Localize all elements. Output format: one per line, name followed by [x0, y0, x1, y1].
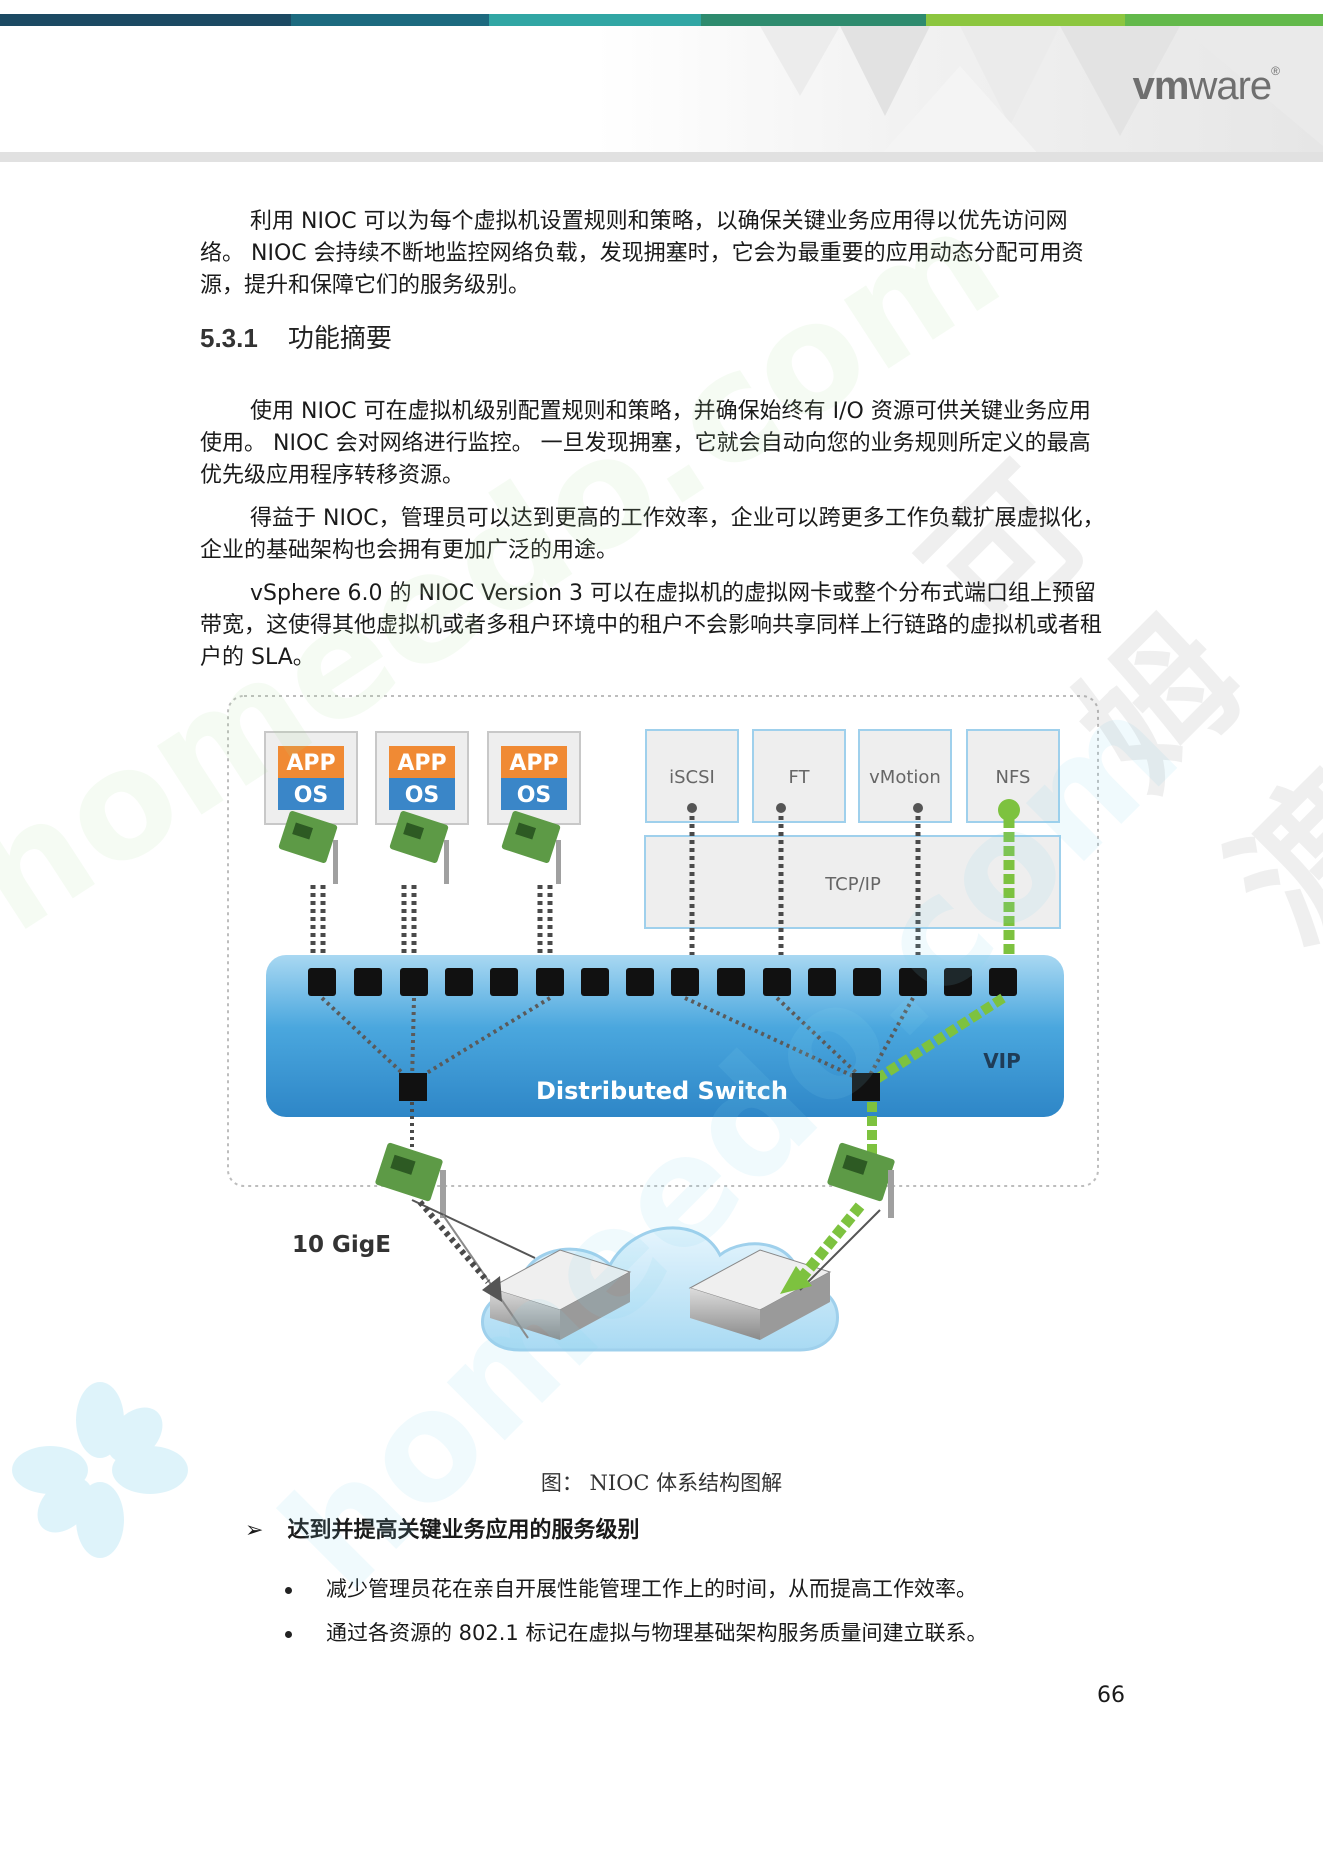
physical-switch-icon [688, 1249, 832, 1340]
vnic-card-icon [278, 811, 338, 884]
service-box-vmotion: vMotion [858, 729, 952, 823]
nfs-priority-path [869, 993, 1006, 1087]
header-color-bar [0, 14, 1323, 26]
vm-box: APP OS [375, 731, 469, 825]
nfs-priority-path [795, 1202, 865, 1284]
uplink-speed-label: 10 GigE [292, 1232, 391, 1258]
host-boundary [227, 695, 1099, 1187]
physical-nic-icon [827, 1142, 895, 1218]
nfs-priority-dot [998, 799, 1020, 821]
service-label: FT [788, 767, 810, 788]
vm-box: APP OS [487, 731, 581, 825]
port-dot [776, 803, 786, 813]
section-paragraph: 得益于 NIOC，管理员可以达到更高的工作效率，企业可以跨更多工作负载扩展虚拟化… [200, 506, 1105, 563]
vnic-card-icon [501, 811, 561, 884]
tcpip-stack: TCP/IP [644, 835, 1061, 929]
watermark-flower-icon [12, 1382, 188, 1558]
intro-text: 利用 NIOC 可以为每个虚拟机设置规则和策略，以确保关键业务应用得以优先访问网… [200, 206, 1105, 302]
vm-box: APP OS [264, 731, 358, 825]
nioc-architecture-diagram: APP OS APP OS APP OS iSCSI FT [227, 695, 1099, 1352]
service-label: vMotion [869, 767, 941, 788]
traffic-arrow [417, 1200, 491, 1284]
section-title: 功能摘要 [287, 324, 392, 354]
physical-switch-icon [488, 1249, 632, 1340]
uplink-port [399, 1073, 427, 1101]
tcpip-label: TCP/IP [824, 874, 881, 895]
intro-paragraph: 利用 NIOC 可以为每个虚拟机设置规则和策略，以确保关键业务应用得以优先访问网… [200, 209, 1084, 298]
list-item: 减少管理员花在亲自开展性能管理工作上的时间，从而提高工作效率。 [285, 1573, 977, 1603]
physical-nic-icon [375, 1142, 446, 1218]
vm-os-label: OS [294, 783, 329, 808]
service-box-iscsi: iSCSI [645, 729, 739, 823]
vm-app-label: APP [397, 751, 446, 776]
uplink-port [852, 1073, 880, 1101]
switch-label: Distributed Switch [536, 1077, 788, 1105]
cable-line [411, 1199, 536, 1259]
section-text: 使用 NIOC 可在虚拟机级别配置规则和策略，并确保始终有 I/O 资源可供关键… [200, 396, 1105, 674]
section-number: 5.3.1 [200, 323, 258, 353]
section-paragraph: 使用 NIOC 可在虚拟机级别配置规则和策略，并确保始终有 I/O 资源可供关键… [200, 399, 1091, 488]
page-header [0, 26, 1323, 156]
vip-label: VIP [983, 1049, 1021, 1073]
section-paragraph: vSphere 6.0 的 NIOC Version 3 可以在虚拟机的虚拟网卡… [200, 581, 1103, 670]
service-box-ft: FT [752, 729, 846, 823]
bullet-dot-icon [285, 1630, 292, 1638]
arrow-bullet-icon: ➢ [245, 1518, 264, 1543]
vnic-card-icon [389, 811, 449, 884]
vm-os-label: OS [517, 783, 552, 808]
figure-caption: 图： NIOC 体系结构图解 [540, 1471, 783, 1495]
header-divider [0, 152, 1323, 162]
service-label: iSCSI [669, 767, 715, 788]
vm-app-label: APP [509, 751, 558, 776]
bullet-dot-icon [285, 1586, 292, 1594]
vmware-logo: vmware® [1132, 64, 1280, 108]
port-dot [913, 803, 923, 813]
page-number: 66 [1097, 1683, 1125, 1708]
list-item: 通过各资源的 802.1 标记在虚拟与物理基础架构服务质量间建立联系。 [285, 1617, 987, 1647]
service-label: NFS [996, 767, 1031, 788]
priority-arrowhead [780, 1266, 812, 1294]
port-dot [687, 803, 697, 813]
benefits-heading: ➢达到并提高关键业务应用的服务级别 [245, 1518, 640, 1543]
vm-os-label: OS [405, 783, 440, 808]
uplink-fanout [320, 996, 915, 1084]
vm-app-label: APP [286, 751, 335, 776]
cable-line [799, 1209, 881, 1291]
header-pattern [760, 26, 1323, 156]
section-heading: 5.3.1 功能摘要 [200, 318, 392, 355]
switch-ports [308, 968, 1017, 996]
traffic-arrowhead [482, 1276, 502, 1302]
